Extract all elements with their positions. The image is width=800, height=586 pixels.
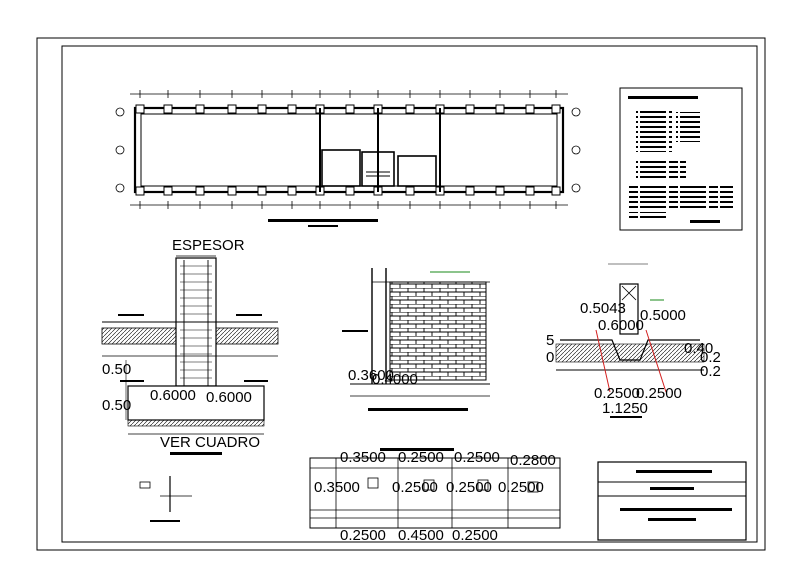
thickness-label: ESPESOR <box>172 237 245 254</box>
beam-dim-bottom-total: 1.1250 <box>602 400 648 417</box>
table-mid-dim-2: 0.2500 <box>392 479 438 496</box>
outer-frame <box>36 37 766 551</box>
beam-detail: 0.5043 0.5000 0.6000 5 0 0.40 0.2 0.2 0.… <box>546 263 721 418</box>
table-bottom-dim-2: 0.4500 <box>398 527 444 544</box>
beam-dim-right-1: 0.40 <box>684 340 713 357</box>
beam-dim-mid: 0.6000 <box>598 317 644 334</box>
table-bottom-dim-3: 0.2500 <box>452 527 498 544</box>
table-top-dim-2: 0.2500 <box>398 449 444 466</box>
small-detail <box>139 476 192 522</box>
table-mid-dim-1: 0.3500 <box>314 479 360 496</box>
beam-dim-top-right: 0.5000 <box>640 307 686 324</box>
foundation-plan <box>115 90 581 227</box>
dim-inner-right: 0.6000 <box>206 389 252 406</box>
beam-dim-right-2: 0.2 <box>700 349 721 366</box>
beam-dim-top-left: 0.5043 <box>580 300 626 317</box>
table-mid-dim-4: 0.2500 <box>498 479 544 496</box>
wall-dim-b: 0.4000 <box>372 371 418 388</box>
table-bottom-dim-1: 0.2500 <box>340 527 386 544</box>
dim-inner-left: 0.6000 <box>150 387 196 404</box>
table-top-dim-3: 0.2500 <box>454 449 500 466</box>
inner-frame <box>61 45 758 543</box>
notes-panel <box>619 87 743 231</box>
table-mid-dim-3: 0.2500 <box>446 479 492 496</box>
wall-detail: 0.3600 0.4000 <box>342 268 490 411</box>
dim-left-upper: 0.50 <box>102 361 131 378</box>
footing-detail: ESPESOR 0.50 0.50 0.6000 0.6000 VER CUAD… <box>101 237 279 455</box>
table-top-dim-4: 0.2800 <box>510 452 556 469</box>
wall-dim-a: 0.3600 <box>348 367 394 384</box>
footing-table: 0.3500 0.2500 0.2500 0.2800 0.3500 0.250… <box>309 448 561 544</box>
bottom-label: VER CUADRO <box>160 434 260 451</box>
dim-left-lower: 0.50 <box>102 397 131 414</box>
beam-dim-bottom-2: 0.2500 <box>636 385 682 402</box>
table-top-dim-1: 0.3500 <box>340 449 386 466</box>
title-block <box>597 461 747 541</box>
beam-dim-bottom-1: 0.2500 <box>594 385 640 402</box>
beam-dim-right-3: 0.2 <box>700 363 721 380</box>
beam-dim-left-2: 0 <box>546 349 554 366</box>
beam-dim-left-1: 5 <box>546 332 554 349</box>
